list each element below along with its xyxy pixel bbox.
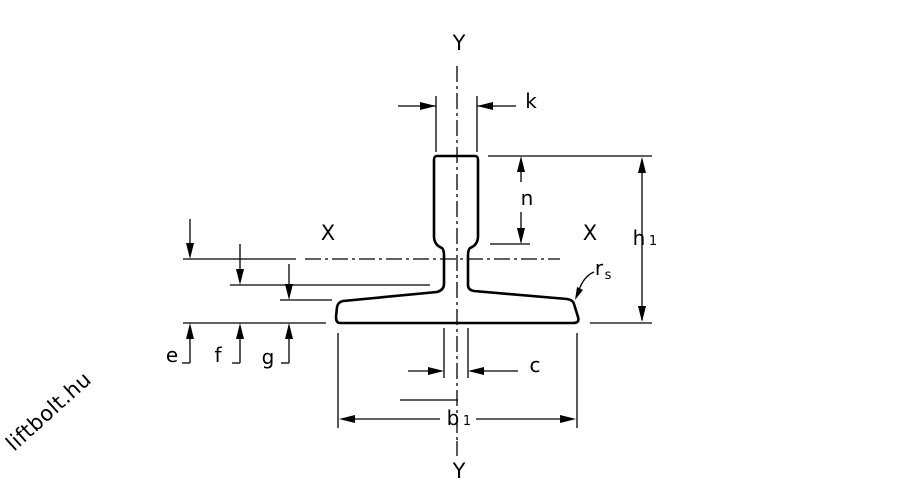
dimension-h1-subscript: 1 (649, 234, 657, 249)
x-axis-label-right: X (583, 221, 597, 245)
dimension-f-label: f (214, 343, 222, 367)
dimension-k: k (398, 89, 537, 152)
dimension-g-label: g (262, 345, 275, 369)
watermark-text: liftbolt.hu (1, 367, 96, 456)
dimension-e: e (166, 219, 194, 367)
y-axis-label-top: Y (452, 31, 466, 55)
dimension-c: c (400, 328, 541, 401)
dimension-f: f (214, 244, 244, 367)
radius-rs-callout: r s (575, 256, 612, 300)
dimension-c-label: c (530, 353, 541, 377)
dimension-h1-label: h (633, 226, 646, 250)
dimension-g: g (262, 264, 293, 369)
dimension-e-label: e (166, 343, 178, 367)
dimension-h1: h 1 (590, 157, 657, 324)
dimension-b1: b 1 (337, 333, 578, 430)
dimension-k-label: k (525, 89, 537, 113)
radius-rs-label: r (595, 256, 604, 280)
dimension-n-label: n (521, 186, 534, 210)
dimension-n: n (488, 155, 652, 245)
radius-rs-subscript: s (605, 268, 612, 283)
y-axis-label-bottom: Y (452, 459, 466, 483)
x-axis-label-left: X (321, 221, 335, 245)
dimension-b1-subscript: 1 (463, 414, 471, 429)
dimension-b1-label: b (447, 406, 460, 430)
